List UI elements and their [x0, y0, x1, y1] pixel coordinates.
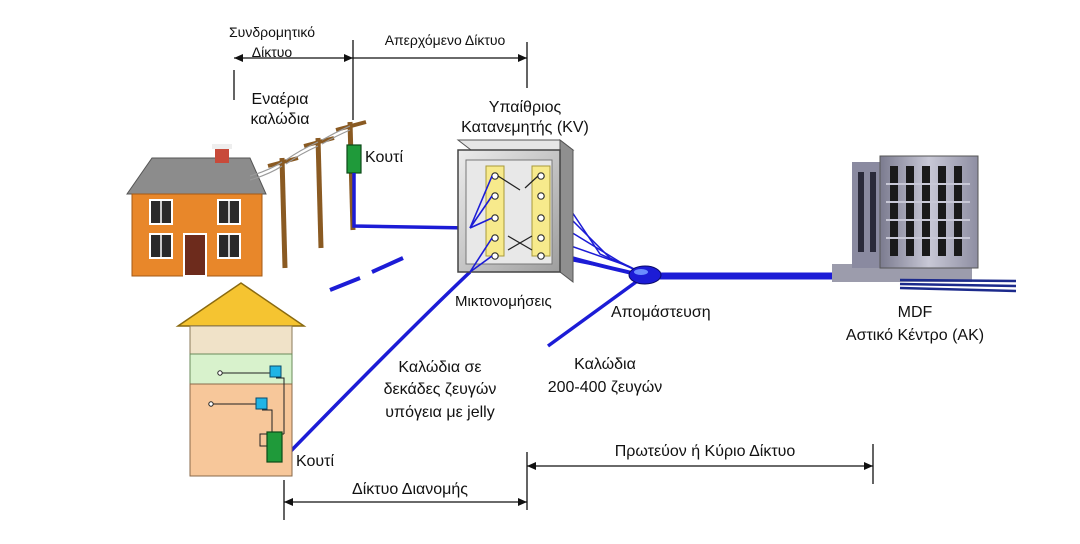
- label-box-bottom: Κουτί: [296, 453, 334, 470]
- label-box-top: Κουτί: [365, 149, 403, 166]
- label-jumpers: Μικτονομήσεις: [455, 293, 552, 310]
- label-outdoor-distributor-1: Υπαίθριος: [488, 99, 562, 116]
- label-distribution-network: Δίκτυο Διανομής: [352, 481, 468, 498]
- label-feeder-network: Απερχόμενο Δίκτυο: [384, 32, 506, 48]
- splice-point: [628, 265, 662, 285]
- house: [126, 144, 267, 277]
- box-bottom: [266, 431, 283, 463]
- outdoor-distributor-cabinet: [456, 138, 575, 284]
- label-cables-pairs-2: 200-400 ζευγών: [547, 379, 663, 396]
- label-aerial-cables-2: καλώδια: [250, 111, 310, 128]
- label-primary-network: Πρωτεύον ή Κύριο Δίκτυο: [614, 443, 796, 460]
- label-cables-decades-3: υπόγεια με jelly: [385, 404, 495, 421]
- box-top: [346, 144, 362, 174]
- label-subscriber-network-1: Συνδρομητικό: [229, 24, 315, 40]
- telephone-poles: [249, 120, 367, 269]
- dimension-lines: [233, 40, 874, 520]
- dp-top: [269, 365, 282, 378]
- label-cables-decades-2: δεκάδες ζευγών: [383, 381, 497, 398]
- cables: [285, 173, 832, 457]
- label-outdoor-distributor-2: Κατανεμητής (KV): [461, 119, 589, 136]
- label-cables-pairs-1: Καλώδια: [574, 356, 636, 373]
- apartment-building: [175, 282, 307, 477]
- label-subscriber-network-2: Δίκτυο: [251, 44, 293, 60]
- mdf-building: [832, 155, 1017, 293]
- label-mdf-1: MDF: [897, 304, 933, 321]
- label-cables-decades-1: Καλώδια σε: [398, 359, 482, 376]
- label-isolation: Απομάστευση: [611, 304, 711, 321]
- label-aerial-cables-1: Εναέρια: [251, 91, 309, 108]
- label-mdf-2: Αστικό Κέντρο (ΑΚ): [845, 327, 985, 344]
- dp-bottom: [255, 397, 268, 410]
